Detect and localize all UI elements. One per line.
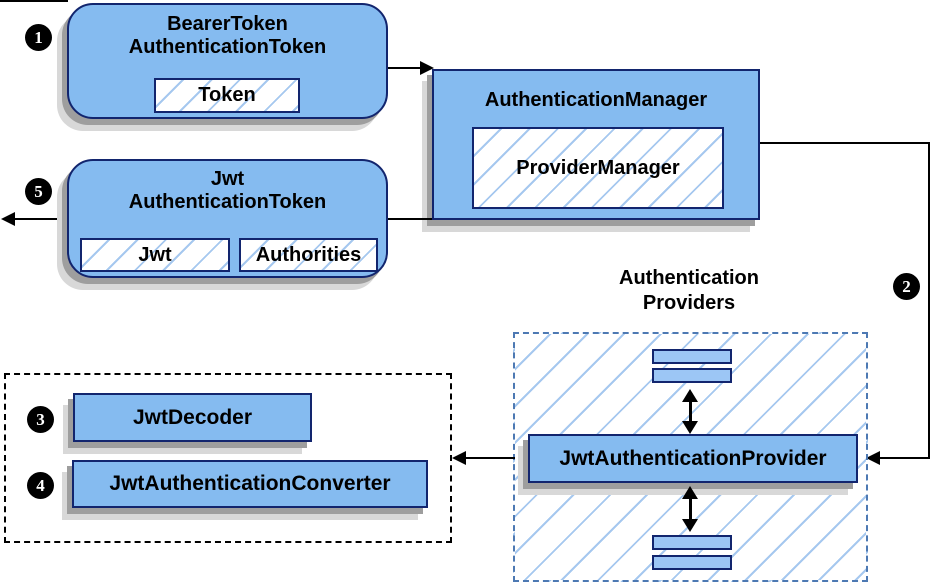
- jwt-token-outgoing-line: [13, 218, 67, 220]
- providers-title-line1: Authentication: [619, 267, 759, 289]
- incoming-request-line: [0, 0, 68, 2]
- step-2-line-top: [760, 142, 930, 144]
- step-2-line-right: [928, 142, 930, 459]
- step-5-arrowhead-icon: [1, 212, 15, 226]
- authorities-field: Authorities: [239, 238, 378, 272]
- double-arrow-icon: [681, 486, 699, 532]
- arrow-up-tip-icon: [682, 389, 698, 402]
- jwt-authentication-converter-node: JwtAuthenticationConverter: [72, 460, 428, 508]
- authentication-manager-node: AuthenticationManager ProviderManager: [432, 69, 760, 220]
- providers-title-line2: Providers: [642, 292, 736, 314]
- step-4-badge: 4: [27, 472, 54, 499]
- jwt-decoder-node: JwtDecoder: [73, 393, 312, 442]
- double-arrow-icon: [681, 389, 699, 434]
- step-5-badge: 5: [25, 178, 52, 205]
- step-3-badge: 3: [27, 406, 54, 433]
- bearer-to-manager-line: [388, 67, 421, 69]
- authentication-manager-title: AuthenticationManager: [484, 89, 708, 111]
- jwt-token-title-line1: Jwt: [210, 168, 245, 190]
- manager-to-jwt-token-line: [388, 218, 432, 220]
- arrow-down-tip-icon: [682, 421, 698, 434]
- arrow-down-tip-icon: [682, 519, 698, 532]
- provider-placeholder-bar: [652, 535, 732, 550]
- provider-placeholder-bar: [652, 555, 732, 570]
- provider-to-decoder-line: [464, 457, 515, 459]
- arrow-stem: [688, 499, 692, 519]
- bearer-to-manager-arrowhead-icon: [420, 61, 434, 75]
- jwt-field: Jwt: [80, 238, 230, 272]
- bearer-token-authentication-token-node: BearerToken AuthenticationToken Token: [67, 3, 388, 119]
- provider-manager-field: ProviderManager: [472, 127, 724, 209]
- bearer-token-title-line1: BearerToken: [167, 13, 288, 35]
- provider-placeholder-bar: [652, 349, 732, 364]
- authentication-providers-title: Authentication Providers: [564, 266, 814, 316]
- step-2-arrowhead-icon: [866, 451, 880, 465]
- step-2-badge: 2: [893, 273, 920, 300]
- provider-to-decoder-arrowhead-icon: [452, 451, 466, 465]
- jwt-authentication-token-node: Jwt AuthenticationToken Jwt Authorities: [67, 159, 388, 278]
- jwt-token-node-title: Jwt AuthenticationToken: [69, 168, 386, 214]
- step-2-line-bottom: [878, 457, 930, 459]
- bearer-token-title-line2: AuthenticationToken: [128, 36, 327, 58]
- bearer-token-node-title: BearerToken AuthenticationToken: [69, 13, 386, 59]
- arrow-stem: [688, 402, 692, 421]
- provider-placeholder-bar: [652, 368, 732, 383]
- token-field: Token: [154, 78, 300, 113]
- step-1-badge: 1: [25, 24, 52, 51]
- jwt-authentication-provider-node: JwtAuthenticationProvider: [528, 434, 858, 483]
- arrow-up-tip-icon: [682, 486, 698, 499]
- jwt-token-title-line2: AuthenticationToken: [128, 191, 327, 213]
